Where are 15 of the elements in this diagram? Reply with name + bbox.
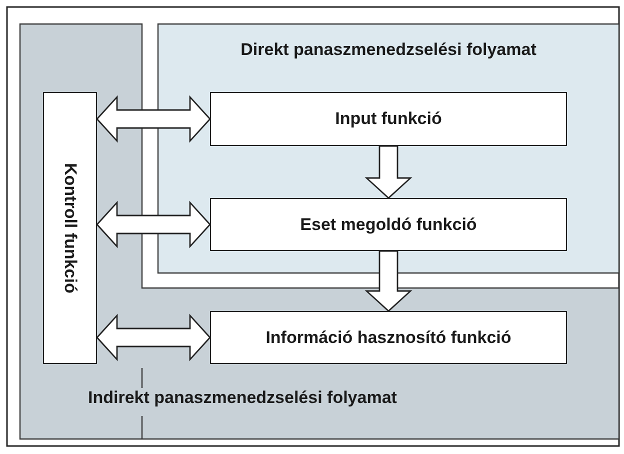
- function-box: [210, 311, 567, 364]
- block-arrow: [364, 250, 412, 312]
- function-label: Információ hasznosító funkció: [266, 328, 512, 348]
- block-arrow: [364, 145, 412, 199]
- region-heading: Direkt panaszmenedzselési folyamat: [240, 40, 538, 60]
- block-arrow: [96, 200, 211, 248]
- function-box: [210, 198, 567, 251]
- block-arrow: [96, 314, 211, 362]
- block-arrow: [96, 95, 211, 143]
- function-label: Kontroll funkció: [60, 162, 80, 294]
- function-box: [43, 92, 97, 364]
- function-box: [210, 92, 567, 146]
- function-label: Eset megoldó funkció: [300, 214, 477, 234]
- function-label: Input funkció: [335, 109, 442, 129]
- region-heading: Indirekt panaszmenedzselési folyamat: [88, 388, 397, 408]
